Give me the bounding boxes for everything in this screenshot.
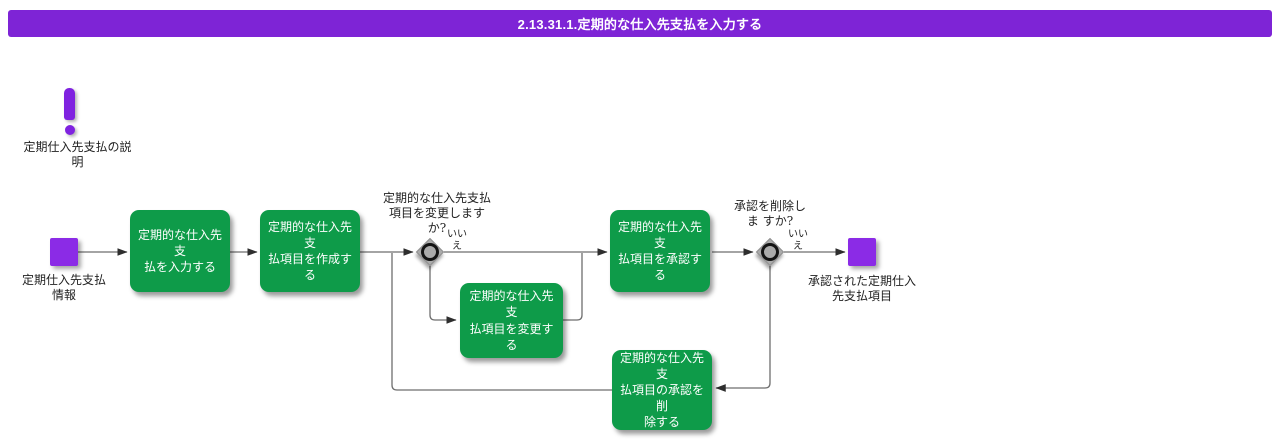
diamond-circle-icon (761, 243, 779, 261)
end-event-node[interactable] (848, 238, 876, 266)
exclamation-icon[interactable] (64, 88, 76, 136)
decision-remove-approval[interactable] (750, 232, 790, 272)
process-create-items[interactable]: 定期的な仕入先支 払項目を作成する (260, 210, 360, 292)
exclamation-dot (65, 125, 75, 135)
diamond-circle-icon (421, 243, 439, 261)
start-event-label: 定期仕入先支払 情報 (21, 273, 106, 302)
process-remove-approval[interactable]: 定期的な仕入先支 払項目の承認を削 除する (612, 350, 712, 430)
decision-change-no-label: いい え (447, 229, 467, 252)
process-change-items[interactable]: 定期的な仕入先支 払項目を変更する (460, 283, 563, 358)
exclamation-bar (64, 88, 75, 120)
end-event-label: 承認された定期仕入 先支払項目 (807, 274, 916, 303)
start-event-node[interactable] (50, 238, 78, 266)
decision-change-question: 定期的な仕入先支払 項目を変更します か? (382, 191, 491, 235)
decision-change-items[interactable] (410, 232, 450, 272)
decision-remove-no-label: いい え (788, 229, 808, 252)
process-enter-payment[interactable]: 定期的な仕入先支 払を入力する (130, 210, 230, 292)
diagram-title-bar: 2.13.31.1.定期的な仕入先支払を入力する (8, 10, 1272, 37)
process-approve-items[interactable]: 定期的な仕入先支 払項目を承認する (610, 210, 710, 292)
annotation-label: 定期仕入先支払の説 明 (23, 140, 132, 169)
decision-remove-question: 承認を削除し ま すか? (733, 199, 806, 228)
diagram-title: 2.13.31.1.定期的な仕入先支払を入力する (517, 17, 763, 32)
